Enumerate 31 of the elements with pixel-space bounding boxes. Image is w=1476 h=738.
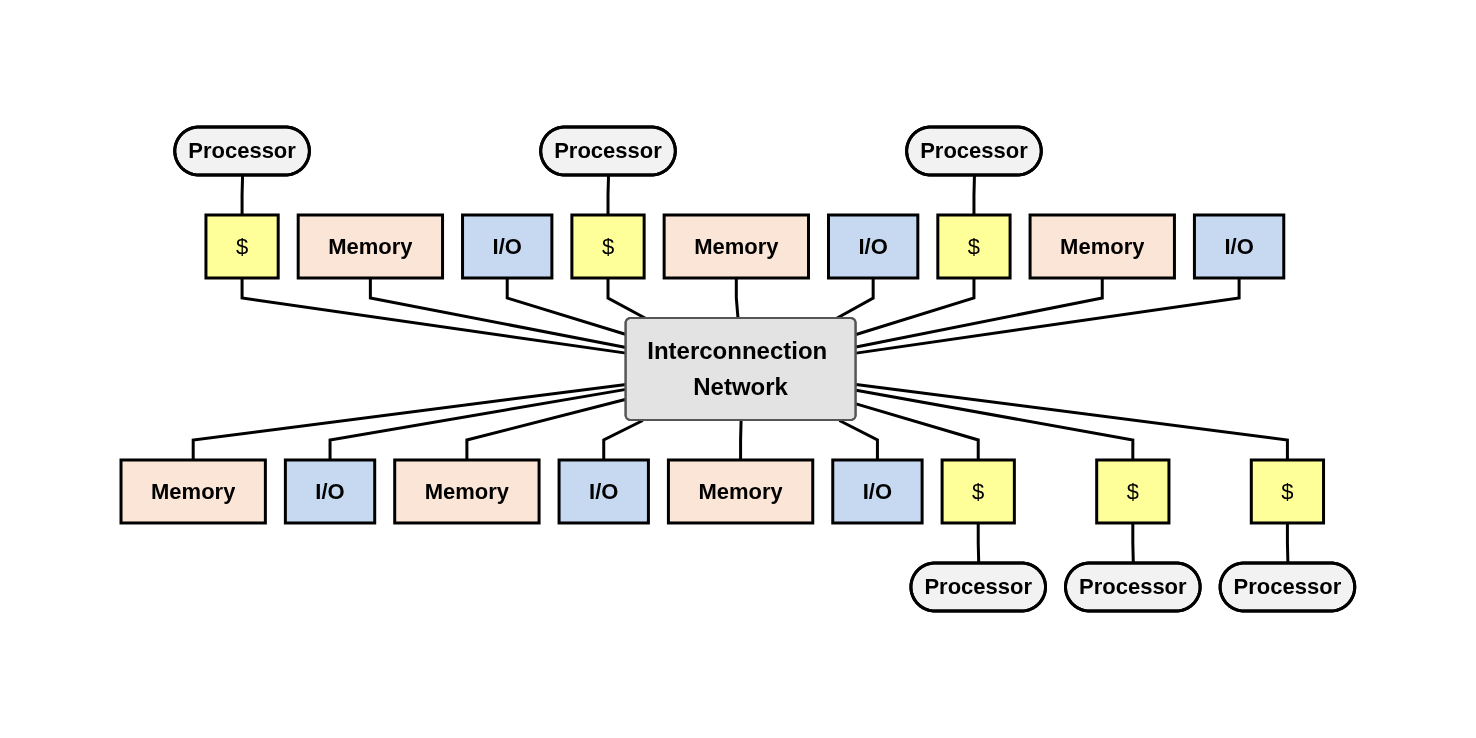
node-box: $ xyxy=(936,213,1012,280)
node-box: $ xyxy=(570,213,646,280)
connector xyxy=(602,419,644,460)
connector xyxy=(838,419,880,460)
node-box: I/O xyxy=(557,458,651,525)
node-box: Memory xyxy=(667,458,815,525)
node-box: I/O xyxy=(1193,213,1286,280)
node-box: $ xyxy=(940,458,1016,525)
connector xyxy=(734,278,740,319)
connector xyxy=(972,175,977,215)
connector xyxy=(855,278,976,336)
node-box: Memory xyxy=(1028,213,1177,280)
connector xyxy=(856,382,1290,460)
node-box: $ xyxy=(1095,458,1171,525)
connector xyxy=(240,175,245,215)
connector xyxy=(855,278,1104,349)
node-box: Memory xyxy=(296,213,445,280)
connector xyxy=(856,278,1241,355)
node-box: I/O xyxy=(461,213,554,280)
connector xyxy=(855,388,1135,460)
node-box: I/O xyxy=(831,458,924,525)
node-box: Memory xyxy=(393,458,541,525)
node-box: Memory xyxy=(119,458,267,525)
connector xyxy=(739,420,743,460)
node-box: $ xyxy=(204,213,280,280)
connector xyxy=(855,402,980,460)
connector xyxy=(606,175,611,215)
node-box: I/O xyxy=(827,213,920,280)
node-box: Memory xyxy=(662,213,811,280)
node-box: $ xyxy=(1249,458,1326,525)
node-box: I/O xyxy=(284,458,377,525)
